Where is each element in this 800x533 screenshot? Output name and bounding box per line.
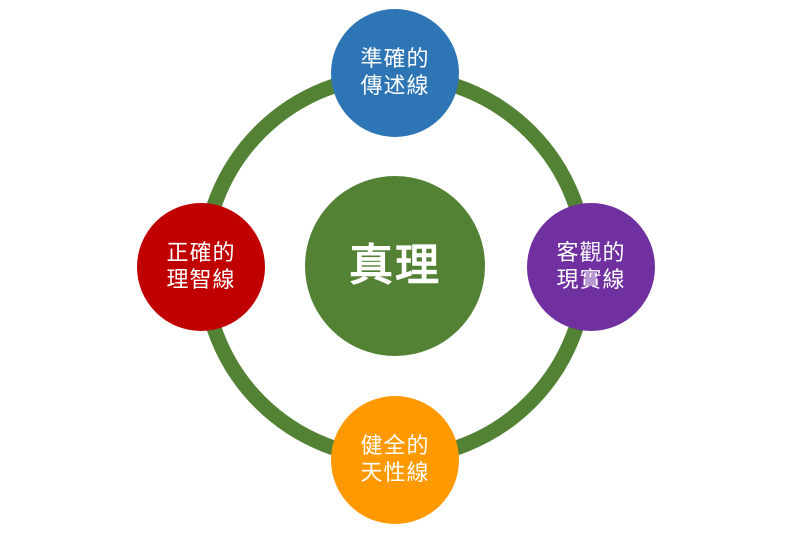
node-accurate-transmission: 準確的 傳述線 — [331, 9, 459, 137]
node-correct-reason: 正確的 理智線 — [137, 203, 265, 331]
node-right-label-line2: 現實線 — [556, 268, 626, 293]
node-top-label-line2: 傳述線 — [360, 74, 430, 99]
node-left-label-line1: 正確的 — [166, 241, 236, 266]
node-right-label-line1: 客觀的 — [556, 241, 626, 266]
center-node-truth: 真理 — [305, 176, 485, 356]
node-top-label-line1: 準確的 — [360, 47, 430, 72]
node-bottom-label-line2: 天性線 — [360, 461, 430, 486]
center-node-label: 真理 — [349, 240, 441, 291]
node-left-label-line2: 理智線 — [166, 268, 236, 293]
node-sound-nature: 健全的 天性線 — [331, 396, 459, 524]
node-bottom-label-line1: 健全的 — [360, 434, 430, 459]
node-objective-reality: 客觀的 現實線 — [527, 203, 655, 331]
